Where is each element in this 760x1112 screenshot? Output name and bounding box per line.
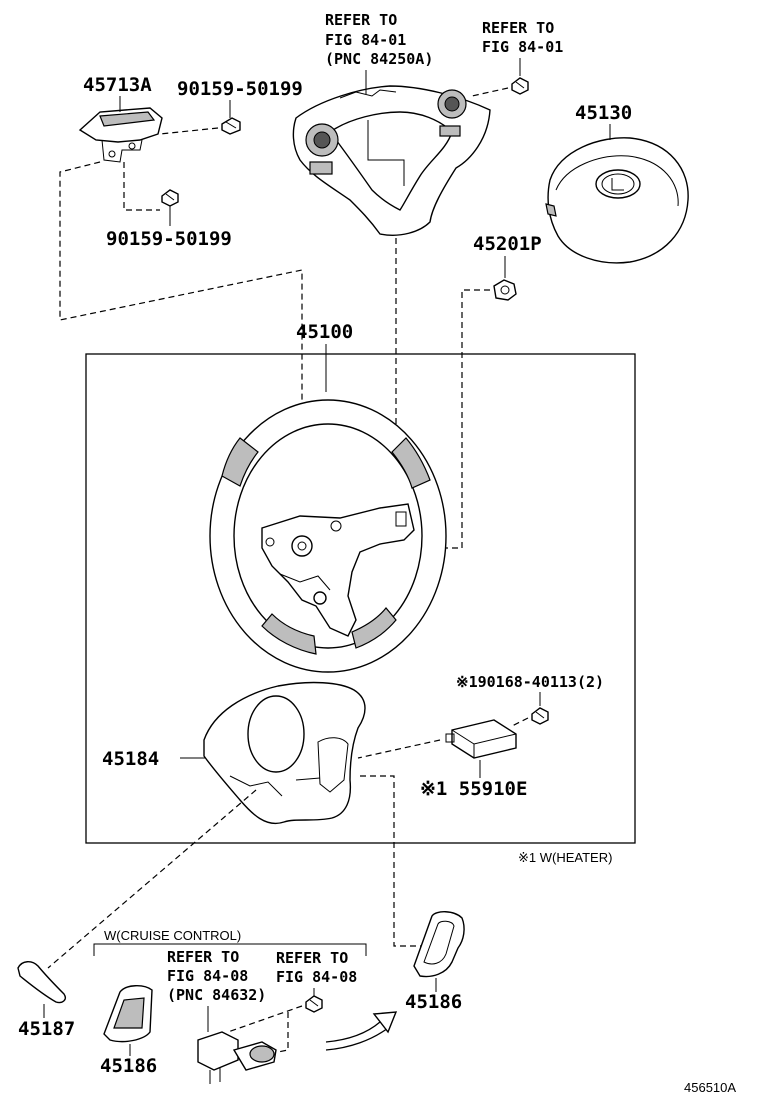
arrow-icon [325, 1011, 398, 1051]
part-45713a-bracket [78, 107, 163, 163]
label-45100: 45100 [296, 321, 353, 343]
screw-refer-84-01 [511, 77, 529, 95]
nut-45201p [493, 279, 517, 301]
refer-to-fig-84-01-b-line1: REFER TO [482, 19, 554, 37]
airbag-45130 [545, 137, 689, 264]
refer-to-fig-84-08-a-line3: (PNC 84632) [167, 986, 266, 1004]
heater-note: ※1 W(HEATER) [518, 850, 612, 865]
label-90168-40113: ※190168-40113(2) [456, 673, 604, 691]
refer-to-fig-84-08-b-line2: FIG 84-08 [276, 968, 357, 986]
label-45186-right: 45186 [405, 991, 462, 1013]
label-45201p: 45201P [473, 233, 542, 255]
bezel-45186-left [103, 985, 153, 1043]
screw-90159-lower [161, 189, 179, 207]
screw-90159-top [221, 117, 241, 135]
refer-to-fig-84-08-a-line1: REFER TO [167, 948, 239, 966]
heater-unit-55910e [445, 719, 517, 759]
refer-to-fig-84-08-a-line2: FIG 84-08 [167, 967, 248, 985]
label-screw-90159-top: 90159-50199 [177, 78, 303, 100]
cruise-switch-assembly [197, 1031, 277, 1084]
label-45713a: 45713A [83, 74, 152, 96]
bezel-45186-right [413, 911, 465, 978]
lower-cover-45184 [203, 681, 366, 825]
refer-to-fig-84-08-b-line1: REFER TO [276, 949, 348, 967]
strip-45187 [17, 961, 66, 1004]
assembly-frame [85, 353, 636, 844]
label-45130: 45130 [575, 102, 632, 124]
label-45187: 45187 [18, 1018, 75, 1040]
screw-cruise [305, 995, 323, 1013]
label-45186-left: 45186 [100, 1055, 157, 1077]
cruise-control-note: W(CRUISE CONTROL) [104, 928, 241, 943]
refer-to-fig-84-01-a-line1: REFER TO [325, 11, 397, 29]
label-45184: 45184 [102, 748, 159, 770]
refer-to-fig-84-01-a-line2: FIG 84-01 [325, 31, 406, 49]
label-55910e: ※1 55910E [420, 778, 527, 800]
screw-90168-40113 [531, 707, 549, 725]
diagram-code: 456510A [684, 1080, 736, 1095]
label-screw-90159-lower: 90159-50199 [106, 228, 232, 250]
refer-to-fig-84-01-a-line3: (PNC 84250A) [325, 50, 433, 68]
steering-pad-bezel [292, 85, 491, 236]
steering-wheel-45100 [209, 399, 447, 673]
refer-to-fig-84-01-b-line2: FIG 84-01 [482, 38, 563, 56]
